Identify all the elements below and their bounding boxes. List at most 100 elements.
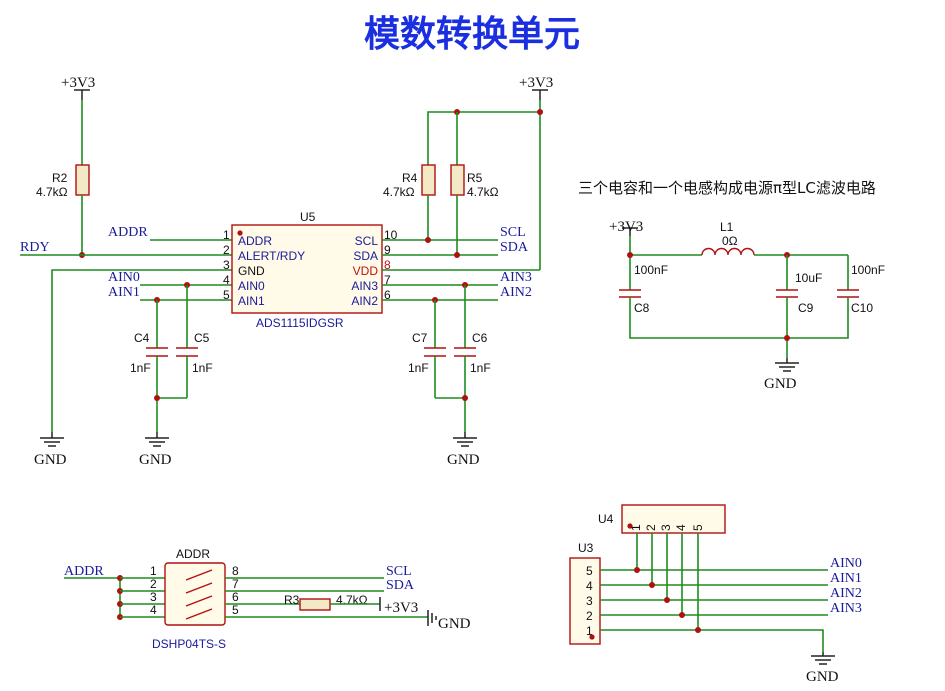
power-3v3-filter: +3V3 <box>609 219 643 236</box>
svg-text:L1: L1 <box>720 220 734 234</box>
svg-text:5: 5 <box>232 603 239 617</box>
net-label-addr-sw: ADDR <box>64 564 104 579</box>
power-3v3-left: +3V3 <box>61 75 95 100</box>
svg-text:4: 4 <box>150 603 157 617</box>
svg-text:4.7kΩ: 4.7kΩ <box>467 185 499 199</box>
svg-text:C9: C9 <box>798 301 814 315</box>
svg-text:8: 8 <box>232 564 239 578</box>
svg-text:U4: U4 <box>598 512 614 526</box>
svg-text:SDA: SDA <box>353 249 378 263</box>
svg-text:AIN0: AIN0 <box>238 279 265 293</box>
net-label-addr: ADDR <box>108 225 148 240</box>
svg-text:8: 8 <box>384 258 391 272</box>
gnd-symbol-c7c6: GND <box>447 432 480 468</box>
net-label-scl-u5: SCL <box>500 225 526 240</box>
svg-text:R4: R4 <box>402 171 418 185</box>
svg-text:+3V3: +3V3 <box>61 75 95 91</box>
svg-text:GND: GND <box>238 264 265 278</box>
svg-text:GND: GND <box>438 616 471 632</box>
svg-text:SCL: SCL <box>355 234 379 248</box>
filter-note: 三个电容和一个电感构成电源π型LC滤波电路 <box>578 179 876 197</box>
svg-text:2: 2 <box>150 577 157 591</box>
svg-text:U5: U5 <box>300 210 316 224</box>
svg-text:C7: C7 <box>412 331 428 345</box>
svg-text:3: 3 <box>586 594 593 608</box>
svg-text:1: 1 <box>150 564 157 578</box>
svg-text:1: 1 <box>586 624 593 638</box>
svg-text:4.7kΩ: 4.7kΩ <box>336 593 368 607</box>
svg-text:ADDR: ADDR <box>238 234 272 248</box>
svg-text:1: 1 <box>629 524 643 531</box>
net-label-sda-u5: SDA <box>500 240 529 255</box>
svg-text:4: 4 <box>586 579 593 593</box>
svg-text:AIN3: AIN3 <box>351 279 378 293</box>
gnd-symbol-u3: GND <box>806 652 839 685</box>
svg-text:ADDR: ADDR <box>176 547 210 561</box>
resistor-r5: R5 4.7kΩ <box>450 164 499 199</box>
svg-text:R3: R3 <box>284 593 300 607</box>
svg-text:C6: C6 <box>472 331 488 345</box>
svg-text:6: 6 <box>384 288 391 302</box>
page-title: 模数转换单元 <box>364 14 580 55</box>
net-label-ain1-left: AIN1 <box>108 285 140 300</box>
capacitor-c10: 100nF C10 <box>837 263 885 315</box>
svg-text:GND: GND <box>34 452 67 468</box>
resistor-r3: R3 4.7kΩ <box>284 593 368 611</box>
svg-text:1nF: 1nF <box>130 361 151 375</box>
svg-text:2: 2 <box>644 524 658 531</box>
svg-text:2: 2 <box>223 243 230 257</box>
svg-text:C4: C4 <box>134 331 150 345</box>
svg-text:GND: GND <box>806 669 839 685</box>
capacitor-c9: 10uF C9 <box>776 271 822 315</box>
svg-text:+3V3: +3V3 <box>519 75 553 91</box>
power-3v3-right: +3V3 <box>519 75 553 100</box>
svg-text:2: 2 <box>586 609 593 623</box>
svg-text:100nF: 100nF <box>851 263 885 277</box>
svg-text:AIN1: AIN1 <box>238 294 265 308</box>
svg-text:C8: C8 <box>634 301 650 315</box>
svg-text:0Ω: 0Ω <box>722 234 738 248</box>
svg-text:5: 5 <box>586 564 593 578</box>
svg-text:4: 4 <box>674 524 688 531</box>
connector-u3: U3 5 4 3 2 1 <box>569 541 601 645</box>
svg-text:C10: C10 <box>851 301 873 315</box>
svg-text:VDD: VDD <box>353 264 379 278</box>
ic-u5: U5 ADS1115IDGSR ADDR ALERT/RDY GND AIN0 … <box>223 210 398 330</box>
net-label-ain0-left: AIN0 <box>108 270 140 285</box>
capacitor-c7: C7 1nF <box>408 331 446 375</box>
svg-text:5: 5 <box>223 288 230 302</box>
net-label-sda-sw: SDA <box>386 578 415 593</box>
power-3v3-r3: +3V3 <box>379 597 418 616</box>
inductor-l1: L1 0Ω <box>701 220 755 256</box>
gnd-symbol-filter: GND <box>764 358 799 392</box>
svg-text:10uF: 10uF <box>795 271 822 285</box>
svg-text:100nF: 100nF <box>634 263 668 277</box>
svg-text:9: 9 <box>384 243 391 257</box>
svg-text:GND: GND <box>764 376 797 392</box>
svg-text:C5: C5 <box>194 331 210 345</box>
capacitor-c5: C5 1nF <box>176 331 213 375</box>
svg-text:U3: U3 <box>578 541 594 555</box>
svg-text:7: 7 <box>384 273 391 287</box>
svg-text:+3V3: +3V3 <box>609 219 643 235</box>
svg-text:1nF: 1nF <box>408 361 429 375</box>
net-label-scl-sw: SCL <box>386 564 412 579</box>
capacitor-c4: C4 1nF <box>130 331 168 375</box>
svg-text:4: 4 <box>223 273 230 287</box>
svg-text:DSHP04TS-S: DSHP04TS-S <box>152 637 226 651</box>
svg-text:ADS1115IDGSR: ADS1115IDGSR <box>256 316 344 330</box>
net-label-ain2-u5: AIN2 <box>500 285 532 300</box>
svg-text:4.7kΩ: 4.7kΩ <box>383 185 415 199</box>
connector-u4: U4 1 2 3 4 5 <box>598 504 726 534</box>
net-label-ain3-u3: AIN3 <box>830 601 862 616</box>
svg-text:GND: GND <box>139 452 172 468</box>
svg-text:1: 1 <box>223 228 230 242</box>
resistor-r2: R2 4.7kΩ <box>36 164 90 199</box>
net-label-ain2-u3: AIN2 <box>830 586 862 601</box>
svg-text:3: 3 <box>223 258 230 272</box>
net-label-ain0-u3: AIN0 <box>830 556 862 571</box>
gnd-symbol-sw: GND <box>427 610 471 632</box>
svg-text:+3V3: +3V3 <box>384 600 418 616</box>
svg-text:1nF: 1nF <box>470 361 491 375</box>
